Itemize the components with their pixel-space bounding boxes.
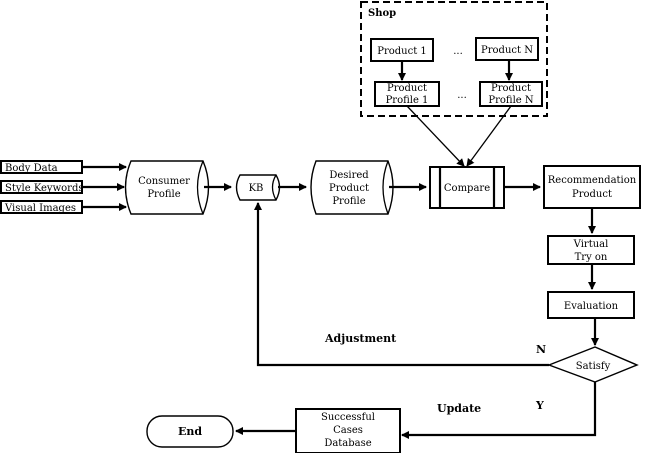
virtual-try-on-box: Virtual Try on: [547, 235, 635, 265]
svg-text:Product: Product: [572, 189, 612, 200]
svg-text:Consumer: Consumer: [138, 176, 190, 187]
svg-text:Profile: Profile: [147, 189, 180, 200]
svg-text:Desired: Desired: [329, 170, 369, 181]
consumer-profile-store: Consumer Profile: [124, 160, 210, 215]
compare-process: Compare: [429, 166, 505, 209]
desired-product-profile-store: Desired Product Profile: [310, 160, 394, 215]
product-n-box: [475, 37, 539, 61]
svg-text:End: End: [178, 425, 202, 438]
arrow-profile-n-to-compare: [466, 105, 512, 167]
kb-store: KB: [235, 174, 281, 201]
shop-container: Shop Product 1 ... Product N Product Pro…: [360, 1, 548, 117]
svg-text:Try on: Try on: [575, 252, 608, 263]
branch-no-label: N: [536, 343, 546, 356]
svg-text:Style Keywords: Style Keywords: [5, 183, 83, 194]
svg-text:Cases: Cases: [333, 425, 363, 436]
svg-text:Recommendation: Recommendation: [548, 175, 637, 186]
successful-cases-database-box: Successful Cases Database: [295, 408, 401, 453]
svg-text:Body Data: Body Data: [5, 163, 58, 174]
arrow-update-to-database: [401, 382, 597, 439]
svg-text:Successful: Successful: [321, 412, 375, 423]
adjustment-label: Adjustment: [324, 332, 397, 345]
product-profile-1-box: [374, 81, 440, 107]
svg-text:Virtual: Virtual: [573, 239, 609, 250]
product-ellipsis: ...: [453, 46, 463, 57]
recommendation-product-box: Recommendation Product: [543, 165, 641, 209]
svg-text:Satisfy: Satisfy: [576, 361, 611, 372]
svg-text:Profile N: Profile N: [488, 95, 533, 106]
svg-text:Product: Product: [329, 183, 369, 194]
arrow-adjustment-to-kb: [254, 202, 549, 367]
svg-text:Visual Images: Visual Images: [4, 203, 76, 214]
input-body-data: Body Data: [0, 160, 83, 174]
shop-label: Shop: [368, 8, 396, 19]
svg-text:Profile: Profile: [332, 196, 365, 207]
update-label: Update: [437, 402, 481, 415]
arrow-profile-1-to-compare: [406, 105, 465, 167]
input-style-keywords: Style Keywords: [0, 180, 83, 194]
end-terminator: End: [146, 415, 234, 448]
satisfy-decision: Satisfy: [547, 346, 639, 383]
svg-text:Product: Product: [491, 83, 531, 94]
evaluation-box: Evaluation: [547, 291, 635, 319]
svg-text:Compare: Compare: [444, 183, 490, 194]
input-visual-images: Visual Images: [0, 200, 83, 214]
svg-text:Profile 1: Profile 1: [386, 95, 429, 106]
branch-yes-label: Y: [535, 399, 544, 412]
svg-text:Product: Product: [387, 83, 427, 94]
svg-text:Product N: Product N: [481, 45, 533, 56]
svg-text:KB: KB: [249, 183, 264, 194]
product-profile-n-box: [479, 81, 543, 107]
profile-ellipsis: ...: [457, 90, 467, 101]
svg-text:Database: Database: [324, 438, 371, 449]
svg-text:Product 1: Product 1: [377, 46, 427, 57]
svg-text:Evaluation: Evaluation: [564, 301, 619, 312]
